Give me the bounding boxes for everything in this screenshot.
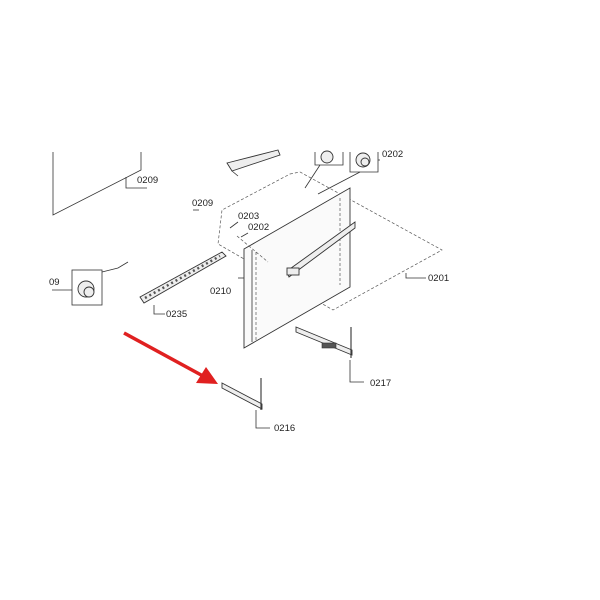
label-09: 09	[49, 277, 60, 288]
label-0203: 0203	[238, 211, 259, 222]
label-0202-mid: 0202	[248, 222, 269, 233]
label-0209-top: 0209	[137, 175, 158, 186]
label-0235: 0235	[166, 309, 187, 320]
label-0209-mid: 0209	[192, 198, 213, 209]
label-0210: 0210	[210, 286, 231, 297]
label-0216: 0216	[274, 423, 295, 434]
hinge-0216	[221, 378, 270, 429]
label-0201: 0201	[428, 273, 449, 284]
top-rail	[226, 149, 281, 177]
label-0217: 0217	[370, 378, 391, 389]
red-arrow-icon	[123, 331, 218, 384]
vent-strip	[139, 251, 227, 304]
knob-detail-top	[304, 150, 380, 195]
label-0202-top: 0202	[382, 149, 403, 160]
door-panel	[236, 187, 356, 349]
oven-side-panel	[52, 152, 147, 216]
hinge-0217	[295, 326, 364, 383]
knob-detail-09	[52, 261, 129, 306]
glass-outline	[217, 171, 443, 311]
